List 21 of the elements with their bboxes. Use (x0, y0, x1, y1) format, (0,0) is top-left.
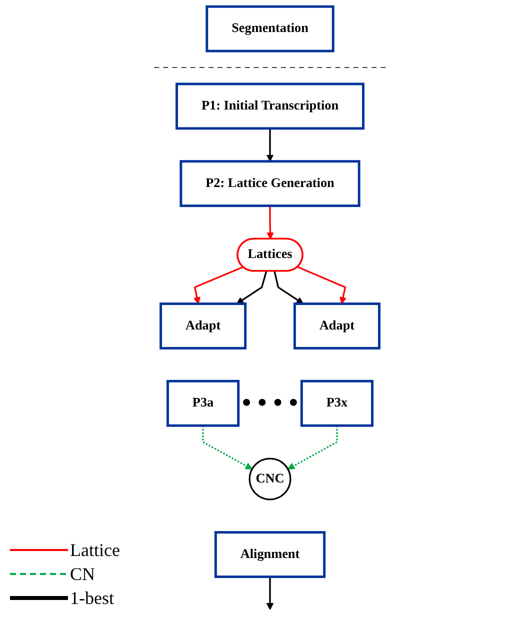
process-box: CNC (248, 458, 292, 500)
process-box: P3x (300, 380, 374, 427)
process-box: Adapt (293, 302, 380, 350)
legend-text: Lattice (70, 540, 120, 560)
process-box: Segmentation (206, 5, 334, 52)
legend-text: 1-best (70, 588, 114, 608)
arrow (274, 271, 304, 304)
legend-text: CN (70, 564, 96, 584)
arrow (193, 266, 244, 304)
ellipsis-dots: • • • • (242, 388, 298, 418)
arrow (266, 576, 274, 610)
arrow (266, 128, 274, 162)
process-box: Adapt (160, 302, 247, 350)
process-box: Lattices (236, 238, 304, 272)
arrow (266, 206, 274, 240)
arrow (236, 271, 268, 304)
process-box: P3a (166, 380, 240, 427)
process-box: Alignment (214, 531, 326, 578)
process-box: P1: Initial Transcription (176, 82, 364, 130)
arrow (297, 266, 347, 304)
process-box: P2: Lattice Generation (180, 160, 360, 208)
